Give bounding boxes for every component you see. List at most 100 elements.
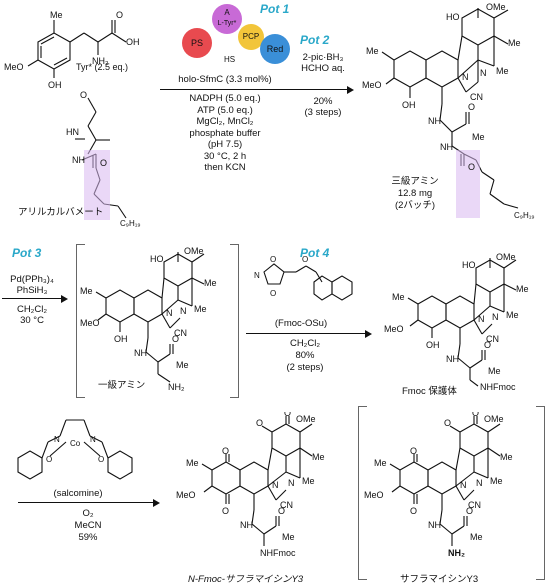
step5-arrow [18, 502, 154, 504]
svg-text:NH: NH [446, 354, 459, 364]
svg-text:OMe: OMe [296, 414, 316, 424]
svg-text:OH: OH [426, 340, 440, 350]
svg-text:N: N [180, 306, 187, 316]
temp-time-label: 30 °C, 2 h [203, 150, 247, 162]
svg-text:Me: Me [194, 304, 207, 314]
n-fmoc-saframycin-structure: O O OMe Me O Me MeO O N N Me CN NH O Me … [176, 412, 325, 558]
step5-arrowhead [153, 498, 160, 507]
svg-text:Me: Me [500, 452, 513, 462]
step1-conditions: NADPH (5.0 eq.) ATP (5.0 eq.) MgCl₂, MnC… [160, 93, 290, 174]
ph-label: (pH 7.5) [207, 139, 243, 150]
tyrosine-structure: Me O OH NH₂ MeO OH Tyr* (2.5 eq.) O HN N… [4, 10, 141, 228]
svg-text:Me: Me [282, 532, 295, 542]
svg-text:NH: NH [428, 520, 441, 530]
svg-text:HO: HO [446, 12, 460, 22]
step4-arrow [246, 333, 366, 335]
step2-arrowhead [347, 85, 354, 94]
svg-text:O: O [46, 455, 52, 464]
final-right-bracket [536, 406, 545, 580]
hs-label: HS [224, 55, 236, 64]
salts-label: MgCl₂, MnCl₂ [196, 116, 254, 127]
svg-text:Me: Me [374, 458, 387, 468]
tertiary-amine-label: 三級アミン [391, 176, 439, 187]
svg-text:O: O [444, 418, 451, 428]
svg-text:Me: Me [392, 292, 405, 302]
kcn-label: then KCN [204, 162, 246, 173]
step4-steps: (2 steps) [286, 362, 324, 373]
svg-text:Me: Me [50, 10, 63, 20]
svg-text:CN: CN [468, 500, 481, 510]
svg-text:OH: OH [48, 80, 62, 90]
svg-text:Me: Me [490, 476, 503, 486]
svg-text:N: N [476, 478, 483, 488]
tertiary-amine-structure: HO OMe Me Me MeO OH N N Me CN NH O Me NH… [362, 2, 535, 220]
svg-text:HO: HO [462, 260, 476, 270]
svg-text:OH: OH [114, 334, 128, 344]
svg-text:Me: Me [366, 46, 379, 56]
fmoc-protected-label: Fmoc 保護体 [402, 386, 457, 397]
svg-text:O: O [466, 506, 473, 516]
three-steps-label: (3 steps) [304, 107, 342, 118]
step4-arrowhead [365, 329, 372, 338]
svg-text:NHFmoc: NHFmoc [480, 382, 516, 392]
svg-text:OMe: OMe [484, 414, 504, 424]
svg-text:NH: NH [240, 520, 253, 530]
svg-text:Me: Me [472, 132, 485, 142]
step4-solvent: CH₂Cl₂ [289, 338, 321, 349]
saframycin-y3-structure: O O OMe Me O Me MeO O N N Me CN NH O Me … [364, 412, 513, 558]
final-left-bracket [358, 406, 367, 580]
svg-text:HO: HO [150, 254, 164, 264]
svg-text:C₉H₁₉: C₉H₁₉ [514, 211, 535, 220]
svg-text:O: O [284, 412, 291, 418]
svg-text:Me: Me [470, 532, 483, 542]
holo-sfmc-label: holo-SfmC (3.3 mol%) [178, 74, 272, 85]
step3-arrow [2, 298, 62, 300]
fmoc-protected-structure: HO OMe Me Me MeO OH N N Me CN NH O Me NH… [384, 252, 529, 392]
step5-yield: 59% [78, 532, 98, 543]
svg-text:O: O [116, 10, 123, 20]
batch-label: (2バッチ) [394, 200, 436, 211]
oxygen-label: O₂ [82, 508, 94, 519]
svg-text:Me: Me [204, 278, 217, 288]
svg-text:CN: CN [174, 328, 187, 338]
svg-text:OMe: OMe [184, 246, 204, 256]
svg-text:MeO: MeO [364, 490, 384, 500]
pot2-label: Pot 2 [300, 33, 330, 47]
svg-text:N: N [492, 312, 499, 322]
svg-text:Co: Co [70, 439, 81, 448]
step4-yield: 80% [295, 350, 315, 361]
svg-text:N: N [90, 435, 96, 444]
svg-text:Me: Me [506, 310, 519, 320]
svg-text:MeO: MeO [384, 324, 404, 334]
svg-text:Me: Me [496, 66, 509, 76]
svg-text:O: O [278, 506, 285, 516]
svg-text:N: N [54, 435, 60, 444]
ltyr-label: L-Tyr* [217, 20, 237, 27]
svg-text:OH: OH [402, 100, 416, 110]
svg-text:N: N [166, 308, 173, 318]
svg-text:CN: CN [280, 500, 293, 510]
svg-text:NH: NH [440, 142, 453, 152]
svg-text:Me: Me [186, 458, 199, 468]
salcomine-label: (salcomine) [53, 488, 103, 499]
svg-text:Tyr* (2.5 eq.): Tyr* (2.5 eq.) [76, 62, 128, 72]
atp-label: ATP (5.0 eq.) [197, 104, 253, 116]
step2-reagents: 2-pic·BH₃ HCHO aq. [288, 52, 358, 74]
red-domain: Red [260, 34, 290, 64]
svg-text:N: N [478, 314, 485, 324]
pic-bh3-label: 2-pic·BH₃ [302, 52, 344, 63]
svg-text:NH: NH [134, 348, 147, 358]
svg-text:OMe: OMe [496, 252, 516, 262]
svg-text:O: O [410, 506, 417, 516]
pot4-label: Pot 4 [300, 246, 330, 260]
svg-text:O: O [410, 446, 417, 456]
svg-text:NHFmoc: NHFmoc [260, 548, 296, 558]
svg-text:MeO: MeO [4, 62, 24, 72]
right-bracket [230, 244, 239, 398]
adenylation-domain: A L-Tyr* [212, 4, 242, 34]
svg-text:NH₂: NH₂ [168, 382, 185, 392]
svg-text:CN: CN [470, 92, 483, 102]
svg-text:O: O [100, 158, 107, 168]
dcm-label: CH₂Cl₂ [16, 304, 48, 315]
svg-text:Me: Me [516, 284, 529, 294]
